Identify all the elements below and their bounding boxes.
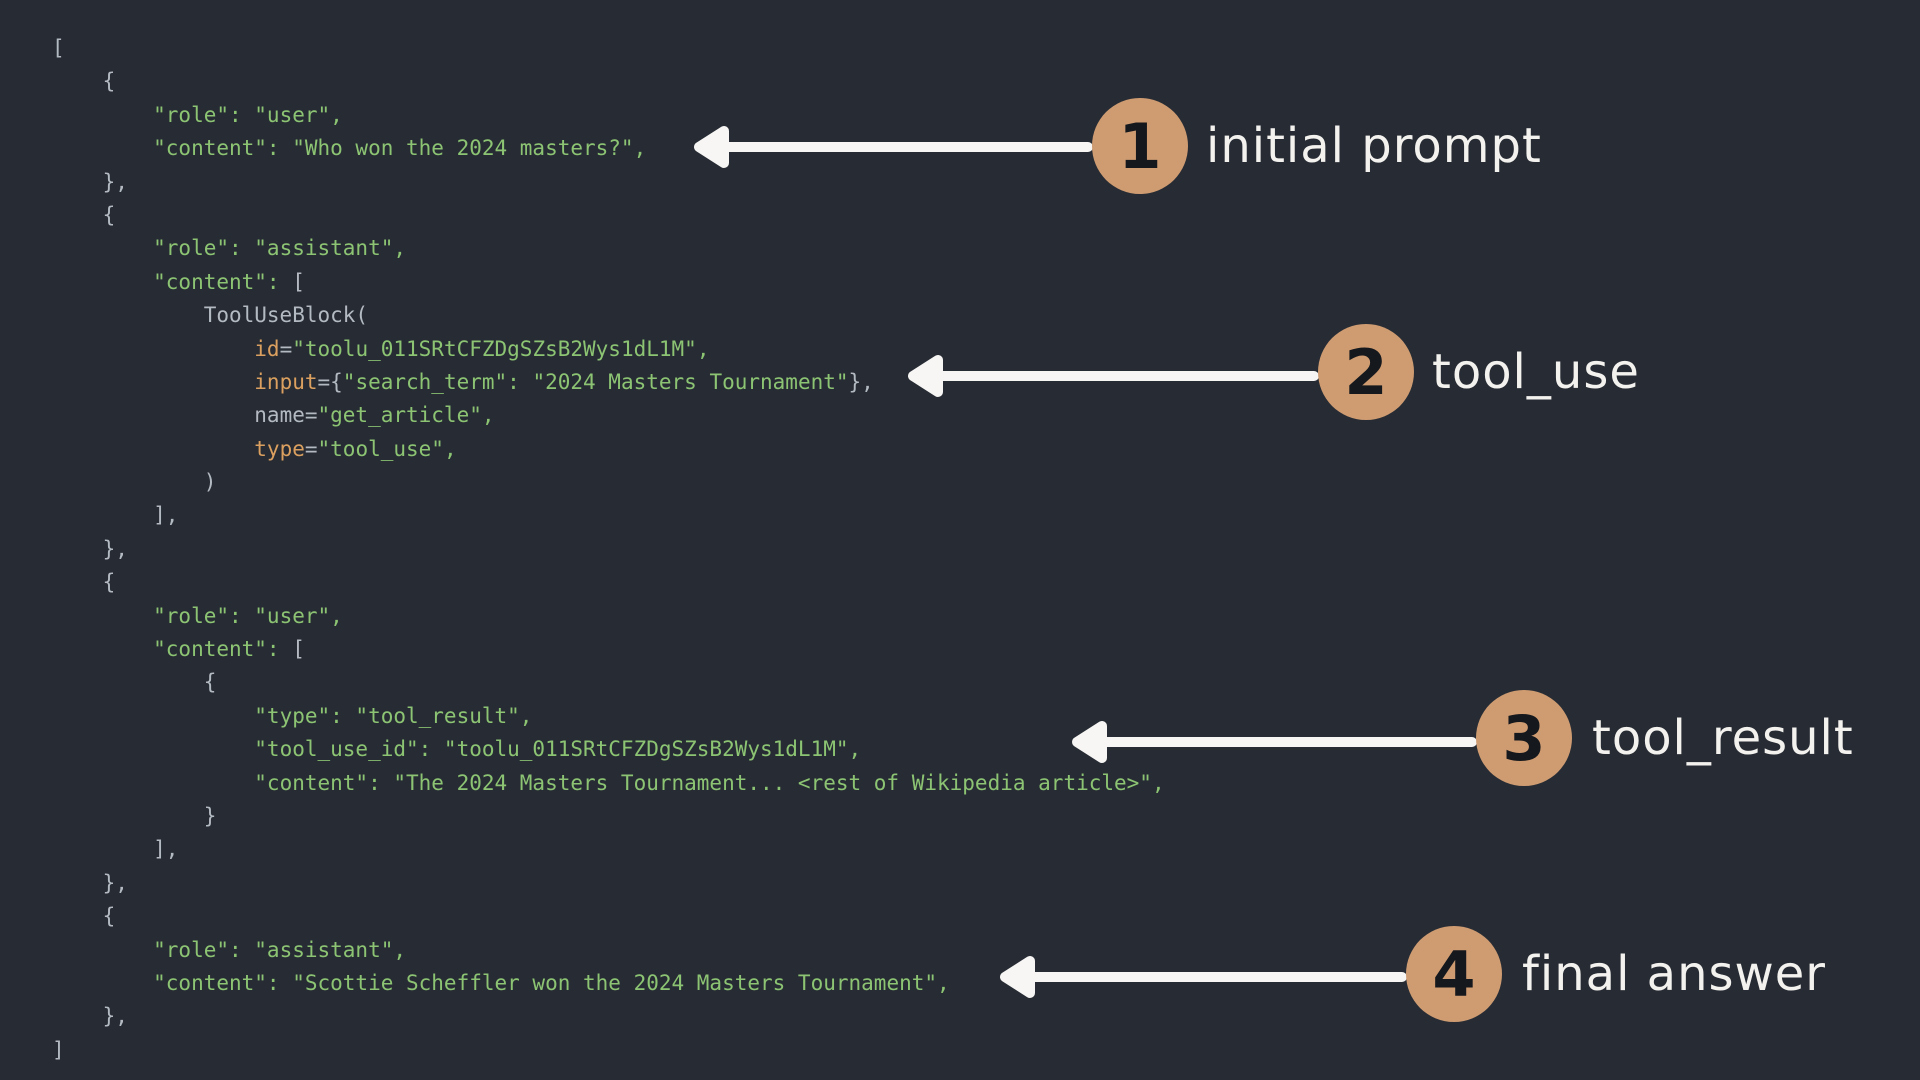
- code-token: {: [102, 202, 116, 227]
- code-token: "content": "The 2024 Masters Tournament.…: [254, 770, 1165, 795]
- annotation-label: initial prompt: [1206, 118, 1542, 174]
- code-token: "role": "assistant",: [153, 236, 407, 261]
- code-token: "content":: [153, 637, 293, 662]
- code-token: {: [102, 570, 116, 595]
- code-token: =: [279, 336, 293, 361]
- code-token: "content": "Scottie Scheffler won the 20…: [153, 970, 950, 995]
- annotation-label: tool_result: [1592, 710, 1854, 766]
- code-token: "role": "assistant",: [153, 937, 407, 962]
- code-token: },: [102, 1004, 128, 1029]
- code-line: {: [52, 900, 1165, 933]
- annotation-number: 2: [1344, 335, 1388, 409]
- code-line: {: [52, 65, 1165, 98]
- code-line: ]: [52, 1034, 1165, 1067]
- code-token: ],: [153, 837, 179, 862]
- code-token: },: [102, 536, 128, 561]
- annotation-circle-2: 2: [1318, 324, 1414, 420]
- code-token: input: [254, 369, 318, 394]
- code-token: [: [52, 36, 65, 60]
- annotation-number: 4: [1432, 937, 1476, 1011]
- annotation-circle-3: 3: [1476, 690, 1572, 786]
- code-token: "tool_use",: [317, 436, 457, 461]
- code-line: },: [52, 867, 1165, 900]
- code-line: "role": "assistant",: [52, 232, 1165, 265]
- code-line: }: [52, 800, 1165, 833]
- code-line: ],: [52, 833, 1165, 866]
- code-line: {: [52, 199, 1165, 232]
- code-token: },: [102, 870, 128, 895]
- code-token: ],: [153, 503, 179, 528]
- code-token: ={: [317, 369, 343, 394]
- code-token: ToolUseBlock(: [203, 303, 369, 328]
- code-line: ToolUseBlock(: [52, 299, 1165, 332]
- code-token: [: [292, 637, 305, 662]
- annotation-circle-1: 1: [1092, 98, 1188, 194]
- code-token: "get_article",: [317, 403, 495, 428]
- code-line: ],: [52, 499, 1165, 532]
- code-line: type="tool_use",: [52, 433, 1165, 466]
- code-line: },: [52, 1000, 1165, 1033]
- annotation-number: 3: [1502, 701, 1546, 775]
- code-token: id: [254, 336, 280, 361]
- code-line: "content": "Who won the 2024 masters?",: [52, 132, 1165, 165]
- annotation-number: 1: [1118, 109, 1162, 183]
- code-token: "toolu_011SRtCFZDgSZsB2Wys1dL1M",: [292, 336, 710, 361]
- code-token: "search_term": "2024 Masters Tournament": [342, 369, 849, 394]
- code-token: {: [102, 904, 116, 929]
- code-token: },: [848, 369, 874, 394]
- code-token: "content":: [153, 269, 293, 294]
- code-line: name="get_article",: [52, 399, 1165, 432]
- code-token: name=: [254, 403, 318, 428]
- code-line: ): [52, 466, 1165, 499]
- code-token: "role": "user",: [153, 603, 343, 628]
- code-token: "type": "tool_result",: [254, 703, 533, 728]
- code-token: [: [292, 269, 305, 294]
- code-token: ]: [52, 1037, 65, 1062]
- code-line: {: [52, 666, 1165, 699]
- code-line: "content": [: [52, 266, 1165, 299]
- code-line: "content": "The 2024 Masters Tournament.…: [52, 767, 1165, 800]
- code-token: =: [304, 436, 318, 461]
- annotation-label: final answer: [1522, 946, 1827, 1002]
- code-token: }: [203, 803, 217, 828]
- code-token: "content": "Who won the 2024 masters?",: [153, 136, 647, 161]
- code-line: "type": "tool_result",: [52, 700, 1165, 733]
- code-token: },: [102, 169, 128, 194]
- code-token: type: [254, 436, 305, 461]
- code-token: "tool_use_id": "toolu_011SRtCFZDgSZsB2Wy…: [254, 737, 862, 762]
- code-line: "content": "Scottie Scheffler won the 20…: [52, 967, 1165, 1000]
- code-line: {: [52, 566, 1165, 599]
- code-line: },: [52, 166, 1165, 199]
- code-line: [: [52, 32, 1165, 65]
- code-token: "role": "user",: [153, 102, 343, 127]
- code-line: input={"search_term": "2024 Masters Tour…: [52, 366, 1165, 399]
- code-line: id="toolu_011SRtCFZDgSZsB2Wys1dL1M",: [52, 333, 1165, 366]
- code-token: {: [102, 69, 116, 94]
- code-line: "role": "assistant",: [52, 934, 1165, 967]
- code-line: "content": [: [52, 633, 1165, 666]
- code-line: "role": "user",: [52, 600, 1165, 633]
- annotation-label: tool_use: [1432, 344, 1640, 400]
- code-block: [ { "role": "user", "content": "Who won the…: [52, 32, 1165, 1067]
- code-line: },: [52, 533, 1165, 566]
- code-line: "tool_use_id": "toolu_011SRtCFZDgSZsB2Wy…: [52, 733, 1165, 766]
- code-line: "role": "user",: [52, 99, 1165, 132]
- code-token: {: [203, 670, 217, 695]
- code-token: ): [203, 470, 217, 495]
- annotation-circle-4: 4: [1406, 926, 1502, 1022]
